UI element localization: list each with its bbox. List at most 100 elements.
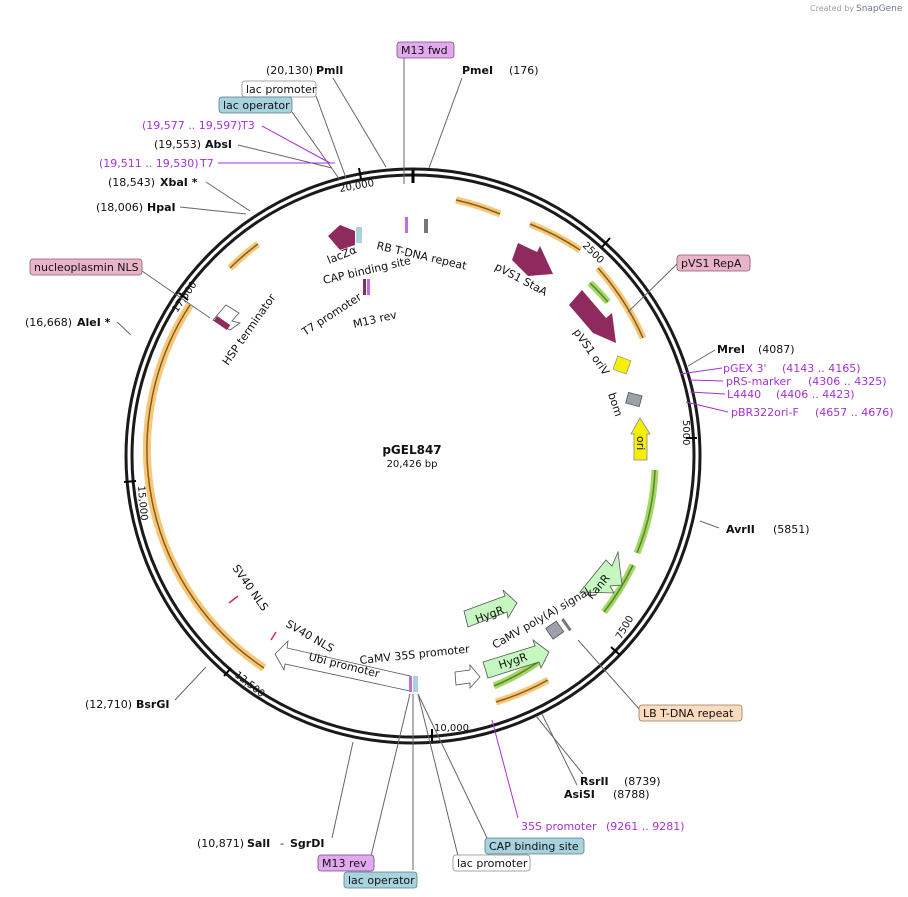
site-mrei-name: MreI	[717, 343, 745, 356]
box-nucleoplasmin-text: nucleoplasmin NLS	[34, 261, 139, 274]
tick-mark-15000	[123, 480, 137, 483]
orf-arc-left-short-line	[229, 243, 259, 269]
box-m13rev: M13 rev	[317, 854, 375, 872]
primer-pgex3-name: pGEX 3'	[723, 362, 767, 375]
leader-pmei	[428, 77, 463, 169]
primer-t7-name: T7	[199, 157, 214, 170]
tick-label-5000: 5000	[680, 420, 691, 445]
site-xbai-name: XbaI *	[160, 176, 198, 189]
tick-label-15000: 15,000	[135, 485, 149, 521]
box-lb-repeat: LB T-DNA repeat	[638, 704, 743, 722]
ori-arrow	[630, 417, 651, 461]
primer-pbr322-name: pBR322ori-F	[731, 406, 799, 419]
site-sali-pos: (10,871)	[197, 837, 244, 850]
site-mrei-pos: (4087)	[758, 343, 795, 356]
credit-prefix: Created by	[810, 4, 854, 13]
box-m13rev-text: M13 rev	[322, 857, 367, 870]
box-lac-promoter-bottom: lac promoter	[452, 854, 531, 872]
sv40-nls-mark-1	[228, 595, 239, 604]
lacza-arrow	[328, 225, 355, 250]
sv40-nls-label-1: SV40 NLS	[230, 562, 271, 613]
pvs1-oriv-arrow	[569, 290, 616, 343]
orf-arcs	[143, 196, 659, 706]
site-alei-name: AleI *	[77, 316, 111, 329]
t7-promoter-label: T7 promoter	[299, 290, 365, 339]
leader-hpai	[179, 206, 247, 215]
oriv-box	[612, 355, 632, 375]
box-nucleoplasmin-bg	[29, 258, 143, 276]
box-lac-operator-bottom-bg	[343, 871, 418, 889]
box-cap-site-bottom-bg	[484, 837, 585, 855]
green-arc-kan-line	[636, 469, 656, 554]
primer-35s-range: (9261 .. 9281)	[606, 820, 685, 833]
box-lac-operator-bottom-text: lac operator	[348, 874, 415, 887]
box-lb-repeat-bg	[638, 704, 743, 722]
site-bsrgi-name: BsrGI	[136, 698, 169, 711]
primer-prs-range: (4306 .. 4325)	[808, 375, 887, 388]
leader-lac-promoter	[315, 95, 347, 179]
primer-leaders	[218, 125, 729, 819]
box-pvs1-repa-text: pVS1 RepA	[681, 257, 742, 270]
site-pmli-name: PmlI	[316, 64, 343, 77]
box-lac-operator-bottom: lac operator	[343, 871, 418, 889]
box-lac-promoter-top: lac promoter	[241, 80, 317, 98]
primer-prs-name: pRS-marker	[726, 375, 791, 388]
plasmid-size: 20,426 bp	[387, 459, 438, 470]
site-pmli-pos: (20,130)	[266, 64, 313, 77]
box-m13fwd-text: M13 fwd	[401, 44, 448, 57]
tick-label-10000: 10,000	[434, 723, 469, 734]
leader-alei	[116, 321, 132, 336]
features	[212, 217, 651, 692]
box-lac-operator-top: lac operator	[218, 96, 293, 114]
leader-35s-primer	[491, 719, 519, 819]
box-lb-repeat-text: LB T-DNA repeat	[643, 707, 734, 720]
primer-pbr322-range: (4657 .. 4676)	[815, 406, 894, 419]
site-sali-name: SalI	[247, 837, 270, 850]
tick-mark-17500	[178, 292, 189, 301]
m13rev-mark-bottom	[409, 676, 412, 692]
tick-label-20000: 20,000	[339, 178, 375, 195]
primer-l4440-name: L4440	[727, 388, 761, 401]
rb-repeat-mark	[424, 219, 428, 233]
box-nucleoplasmin: nucleoplasmin NLS	[29, 258, 143, 276]
leader-rsrii	[535, 715, 584, 775]
plasmid-name: pGEL847	[382, 443, 441, 457]
leader-prs	[689, 379, 724, 382]
lac-operator-mark-top	[356, 227, 362, 243]
primer-t7-range: (19,511 .. 19,530)	[99, 157, 199, 170]
box-pvs1-repa-bg	[676, 254, 751, 272]
box-cap-site-bottom-text: CAP binding site	[489, 840, 579, 853]
m13-rev-label: M13 rev	[352, 308, 399, 331]
camv-35s-label: CaMV 35S promoter	[359, 642, 471, 667]
leader-nucleoplasmin	[141, 270, 211, 319]
camv-35s-arrow	[454, 663, 481, 690]
site-hpai-pos: (18,006)	[96, 201, 143, 214]
box-lac-promoter-bottom-text: lac promoter	[457, 857, 528, 870]
site-absi-pos: (19,553)	[154, 138, 201, 151]
leader-m13rev	[370, 693, 411, 857]
hygr-arrow-1	[463, 589, 518, 628]
orf-arc-hyg-outer-line	[495, 679, 549, 703]
leader-lb-repeat	[577, 639, 641, 711]
site-avrii-pos: (5851)	[773, 523, 810, 536]
primer-pgex3-range: (4143 .. 4165)	[782, 362, 861, 375]
box-m13fwd: M13 fwd	[396, 41, 455, 59]
leader-absi	[237, 144, 333, 169]
box-lac-promoter-top-text: lac promoter	[246, 83, 317, 96]
snapgene-credit: Created by SnapGene	[810, 4, 903, 14]
ori-label: ori	[634, 436, 647, 450]
tick-mark-7500	[610, 646, 621, 656]
t7-promoter-mark	[363, 279, 366, 295]
restriction-sites: (20,130) PmlI PmeI (176) (19,553) AbsI (…	[25, 64, 810, 850]
box-m13rev-bg	[317, 854, 375, 872]
orf-arc-2	[528, 220, 582, 253]
leader-lac-operator	[291, 111, 341, 181]
green-arc-top-line	[589, 282, 609, 303]
hygr-arrow-2	[482, 638, 550, 679]
site-rsrii-pos: (8739)	[624, 775, 661, 788]
primer-35s-name: 35S promoter	[521, 820, 597, 833]
primer-t3-range: (19,577 .. 19,597)	[142, 119, 242, 132]
pvs1-staa-arrow	[512, 243, 553, 276]
m13fwd-mark	[405, 217, 408, 233]
